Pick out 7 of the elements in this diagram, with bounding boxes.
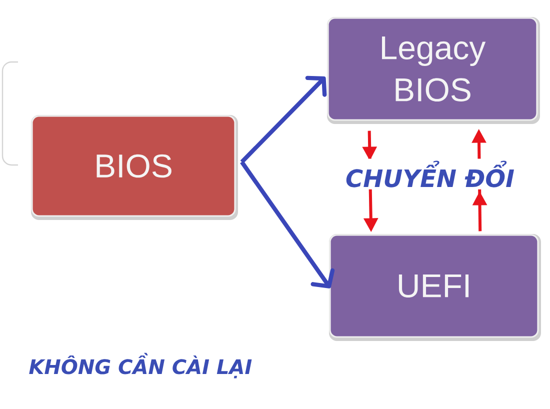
arrow <box>240 76 327 164</box>
caption: KHÔNG CẦN CÀI LẠI <box>29 352 252 378</box>
arrow <box>240 160 335 288</box>
process-box: BIOS <box>31 115 238 220</box>
process-box: Legacy BIOS <box>327 17 540 124</box>
process-box: UEFI <box>329 234 541 341</box>
text-label: CHUYỂN ĐỔI <box>344 158 516 190</box>
